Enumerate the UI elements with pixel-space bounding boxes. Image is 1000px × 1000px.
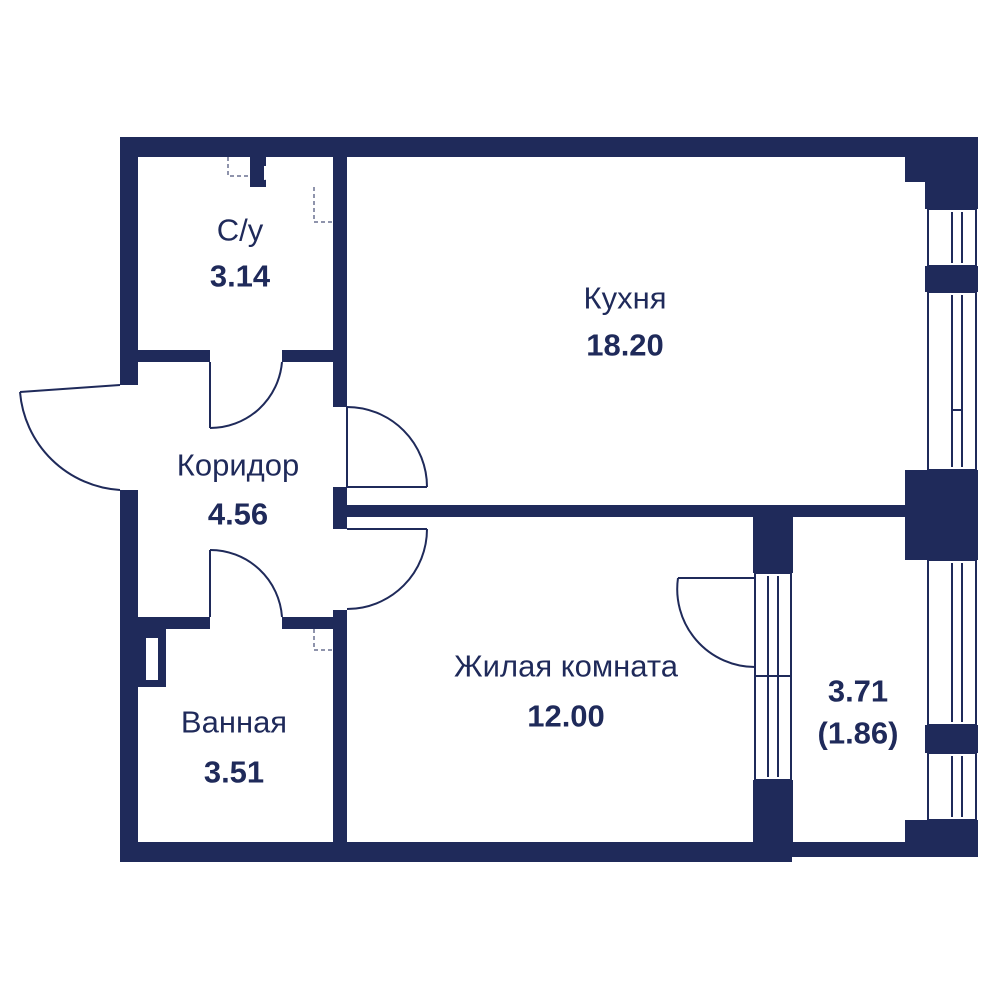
living-room-area: 12.00	[527, 698, 605, 734]
pier-2	[925, 266, 978, 292]
corridor-name: Коридор	[176, 447, 300, 483]
kitchen-area: 18.20	[586, 327, 664, 363]
pier-1	[925, 137, 978, 209]
kitchen-name: Кухня	[583, 280, 667, 316]
wall-balcony-bottom	[753, 780, 793, 842]
wall-bath-corridor-left	[138, 617, 210, 629]
wall-right-bottom	[905, 820, 978, 857]
shaft-wc	[250, 157, 266, 187]
wall-top	[120, 137, 978, 157]
wall-stub-center	[333, 487, 347, 529]
pier-3	[905, 470, 978, 560]
wall-balcony-top	[753, 505, 793, 573]
windows	[754, 208, 977, 821]
wall-bath-corridor-right	[282, 617, 333, 629]
wall-kitchen-living	[347, 505, 905, 517]
wall-wc-corridor-right	[282, 350, 333, 362]
balcony-area: 3.71	[827, 673, 889, 709]
wall-bottom	[120, 842, 792, 862]
doors	[19, 361, 756, 668]
wall-wc-corridor-left	[138, 350, 210, 362]
wall-left-upper	[120, 137, 138, 385]
corridor-area: 4.56	[207, 496, 269, 532]
living-room-name: Жилая комната	[454, 648, 678, 684]
pier-4	[925, 725, 978, 753]
bathroom-name: Ванная	[180, 704, 288, 740]
wall-left-lower	[120, 490, 138, 862]
walls	[120, 137, 978, 862]
fixtures	[227, 157, 333, 651]
wc-area: 3.14	[209, 258, 271, 294]
wc-name: С/у	[216, 212, 264, 248]
bathroom-area: 3.51	[203, 754, 265, 790]
wall-living-bathroom	[333, 610, 347, 842]
balcony-area-reduced: (1.86)	[817, 715, 899, 751]
wall-wc-kitchen	[333, 157, 347, 407]
